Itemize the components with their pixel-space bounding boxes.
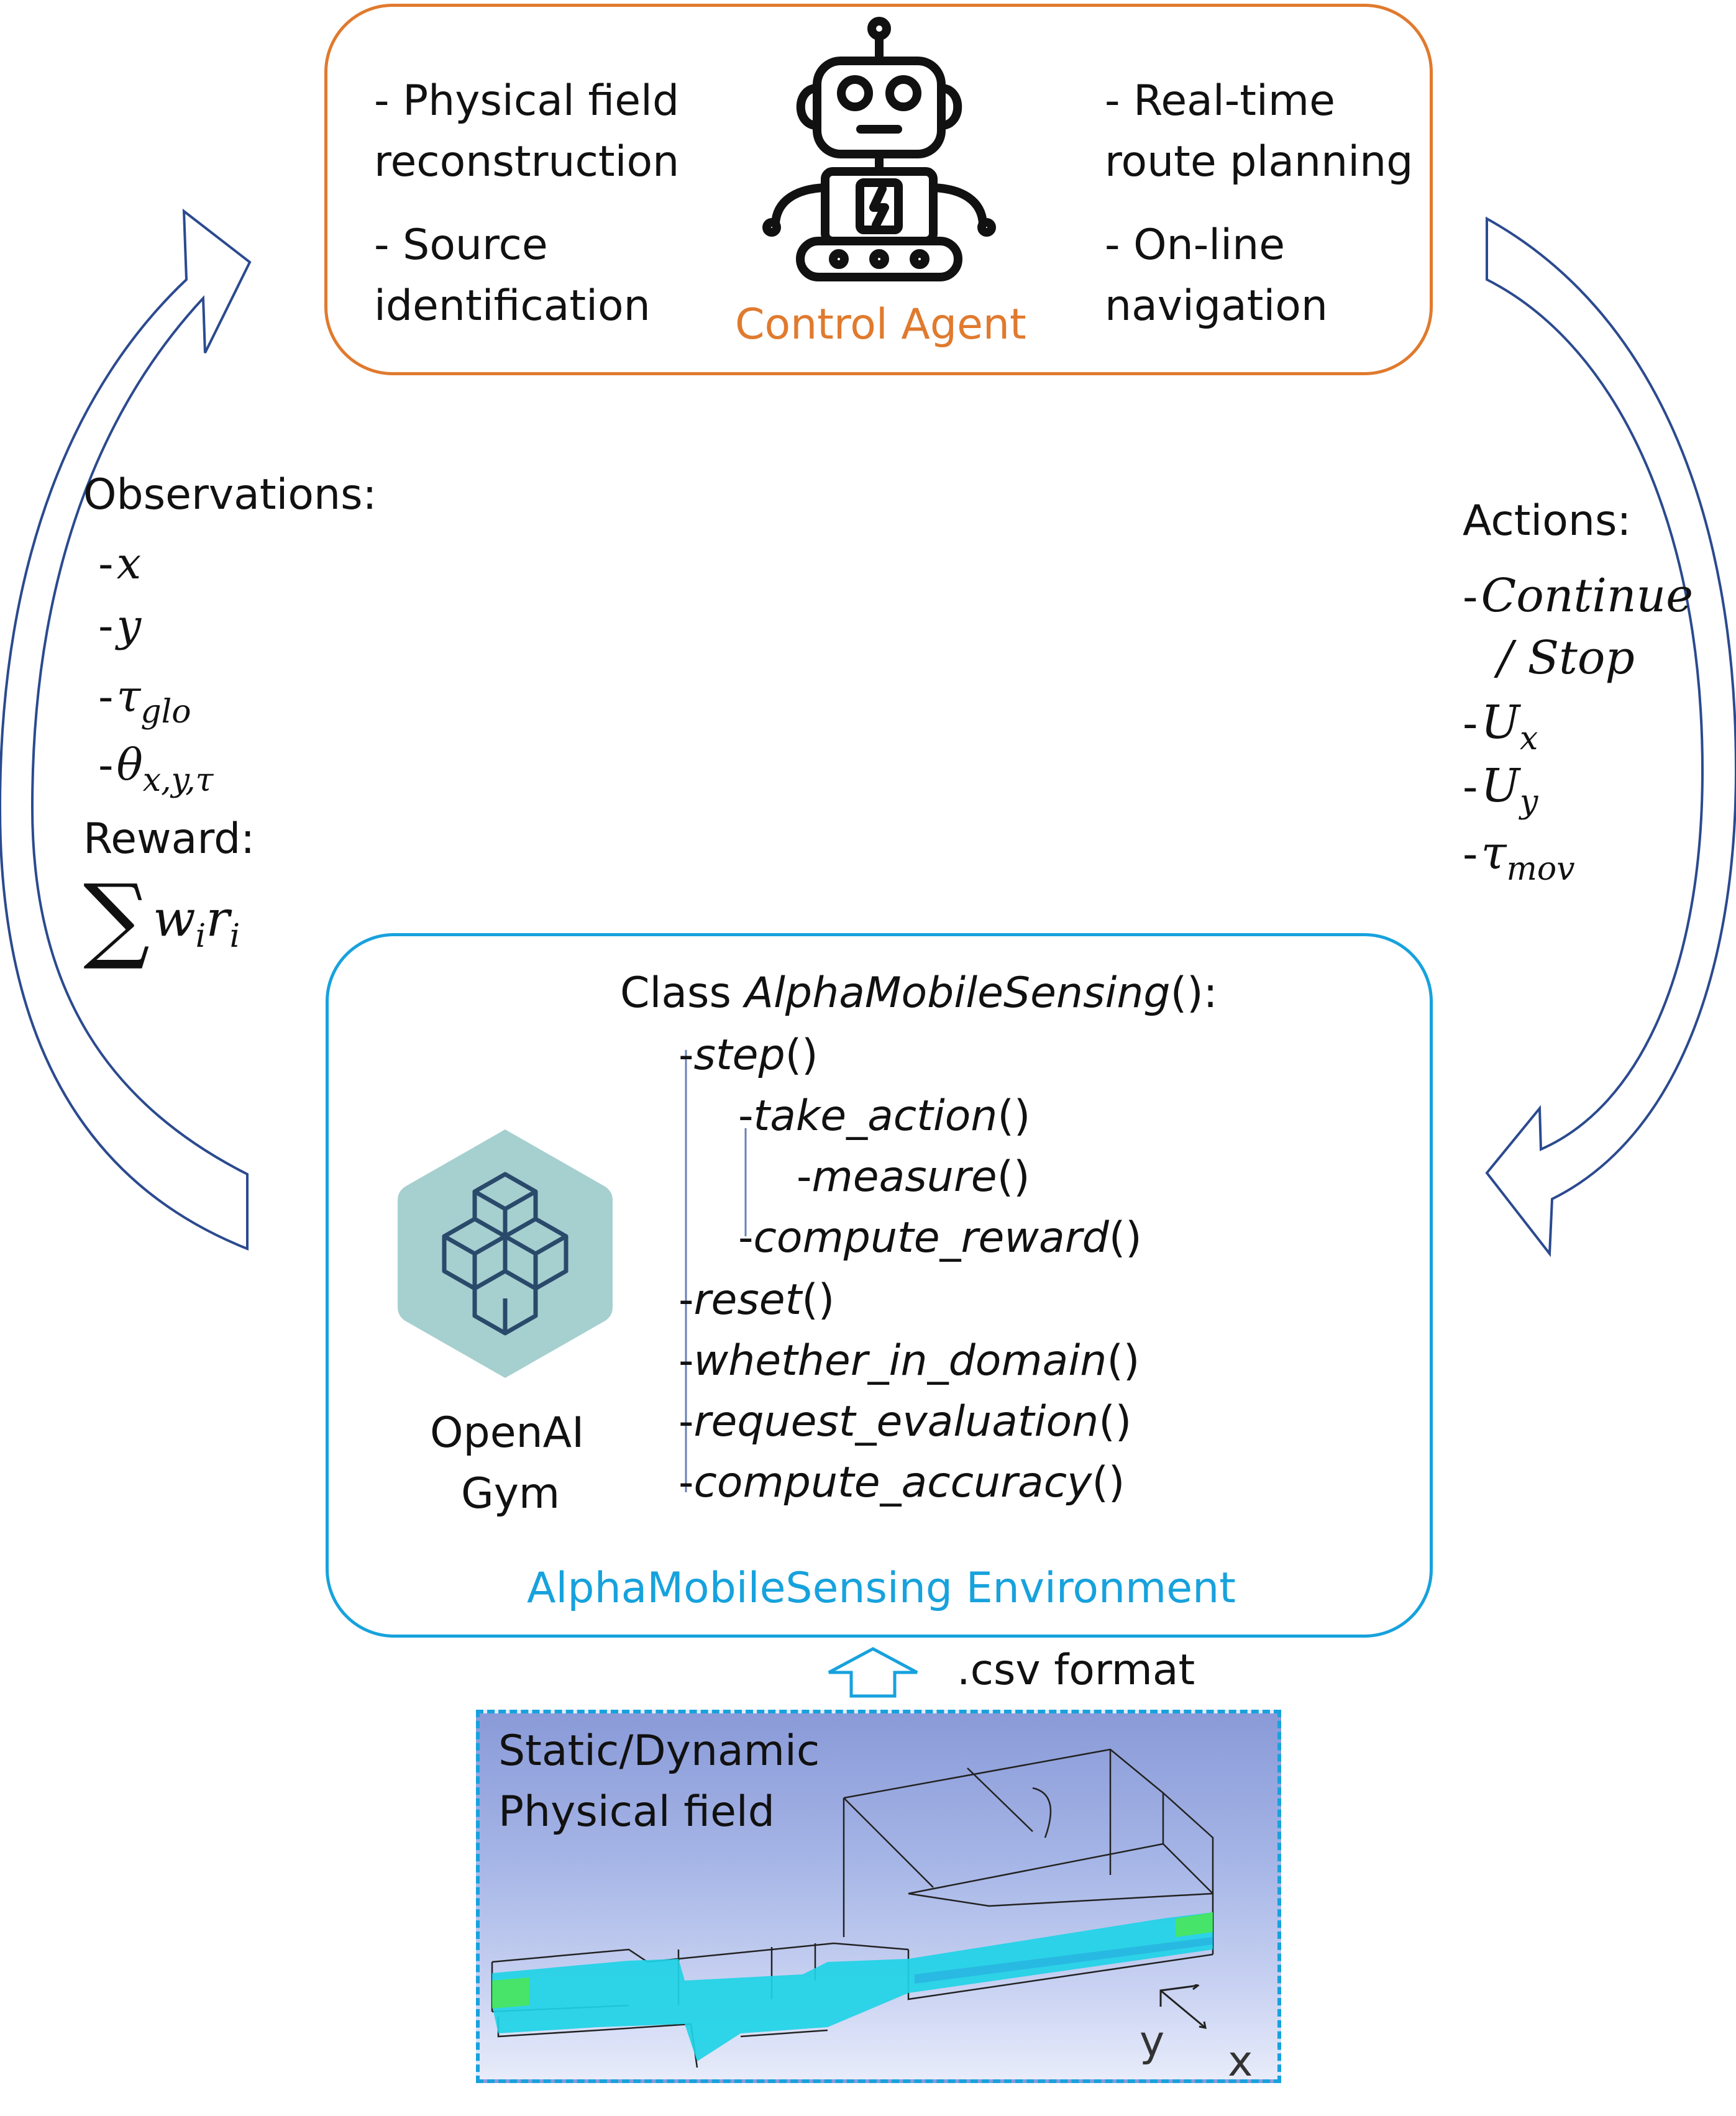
agent-left-item-2: - Source [374,221,548,270]
axis-x-label: x [1228,2037,1253,2086]
reward-formula: ∑ wiri [83,865,240,973]
method-tree-lines [685,1050,747,1492]
axis-y-label: y [1140,2017,1165,2066]
agent-right-item-1b: route planning [1105,137,1414,186]
sum-symbol: ∑ [83,865,150,973]
method-compute-reward: - compute_reward() [738,1213,1142,1262]
agent-left-item-1b: reconstruction [374,137,680,186]
agent-right-item-2b: navigation [1105,281,1328,331]
class-declaration: Class AlphaMobileSensing(): [620,969,1218,1018]
observation-x: - x [98,538,142,589]
field-label-line1: Static/Dynamic [498,1726,820,1776]
agent-left-item-2b: identification [374,281,651,331]
action-uy: - Uy [1463,759,1538,821]
method-step: - step() [678,1031,818,1080]
observation-y: - y [98,600,142,651]
observation-tau-glo: - τglo [98,671,191,731]
observations-arrow [0,208,252,1251]
environment-title: AlphaMobileSensing Environment [527,1564,1236,1613]
observations-heading: Observations: [83,470,377,519]
gym-label-line1: OpenAI [430,1408,585,1457]
observation-x-symbol: x [116,538,142,589]
actions-arrow [1485,216,1736,1257]
reward-heading: Reward: [83,814,255,864]
control-agent-title: Control Agent [735,300,1026,349]
control-agent-box [324,4,1433,375]
method-compute-accuracy: - compute_accuracy() [678,1458,1125,1507]
physical-field-panel: Static/Dynamic Physical field y x [476,1710,1281,2086]
field-label-line2: Physical field [498,1787,775,1836]
observation-theta: - θx,y,τ [98,739,214,800]
observation-y-symbol: y [116,600,142,651]
class-name: AlphaMobileSensing [744,969,1171,1018]
action-ux: - Ux [1463,696,1538,758]
environment-box [326,933,1433,1638]
action-stop: / Stop [1497,631,1635,685]
csv-format-label: .csv format [957,1646,1195,1695]
gym-label-line2: Gym [461,1469,560,1518]
agent-left-item-1: - Physical field [374,76,680,125]
openai-gym-logo [398,1129,613,1378]
action-continue: - Continue [1463,569,1693,622]
agent-right-item-2: - On-line [1105,221,1286,270]
method-whether-in-domain: - whether_in_domain() [678,1336,1140,1385]
action-tau-mov: - τmov [1463,826,1575,888]
upload-arrow-icon [828,1647,918,1698]
actions-heading: Actions: [1463,496,1632,545]
floor-field [492,1912,1213,2061]
method-reset: - reset() [678,1275,835,1325]
robot-icon [762,17,996,281]
axes-icon [1159,1984,1207,2029]
agent-right-item-1: - Real-time [1105,76,1335,125]
method-take-action: - take_action() [738,1092,1031,1141]
method-measure: - measure() [797,1152,1030,1202]
method-request-evaluation: - request_evaluation() [678,1397,1132,1446]
